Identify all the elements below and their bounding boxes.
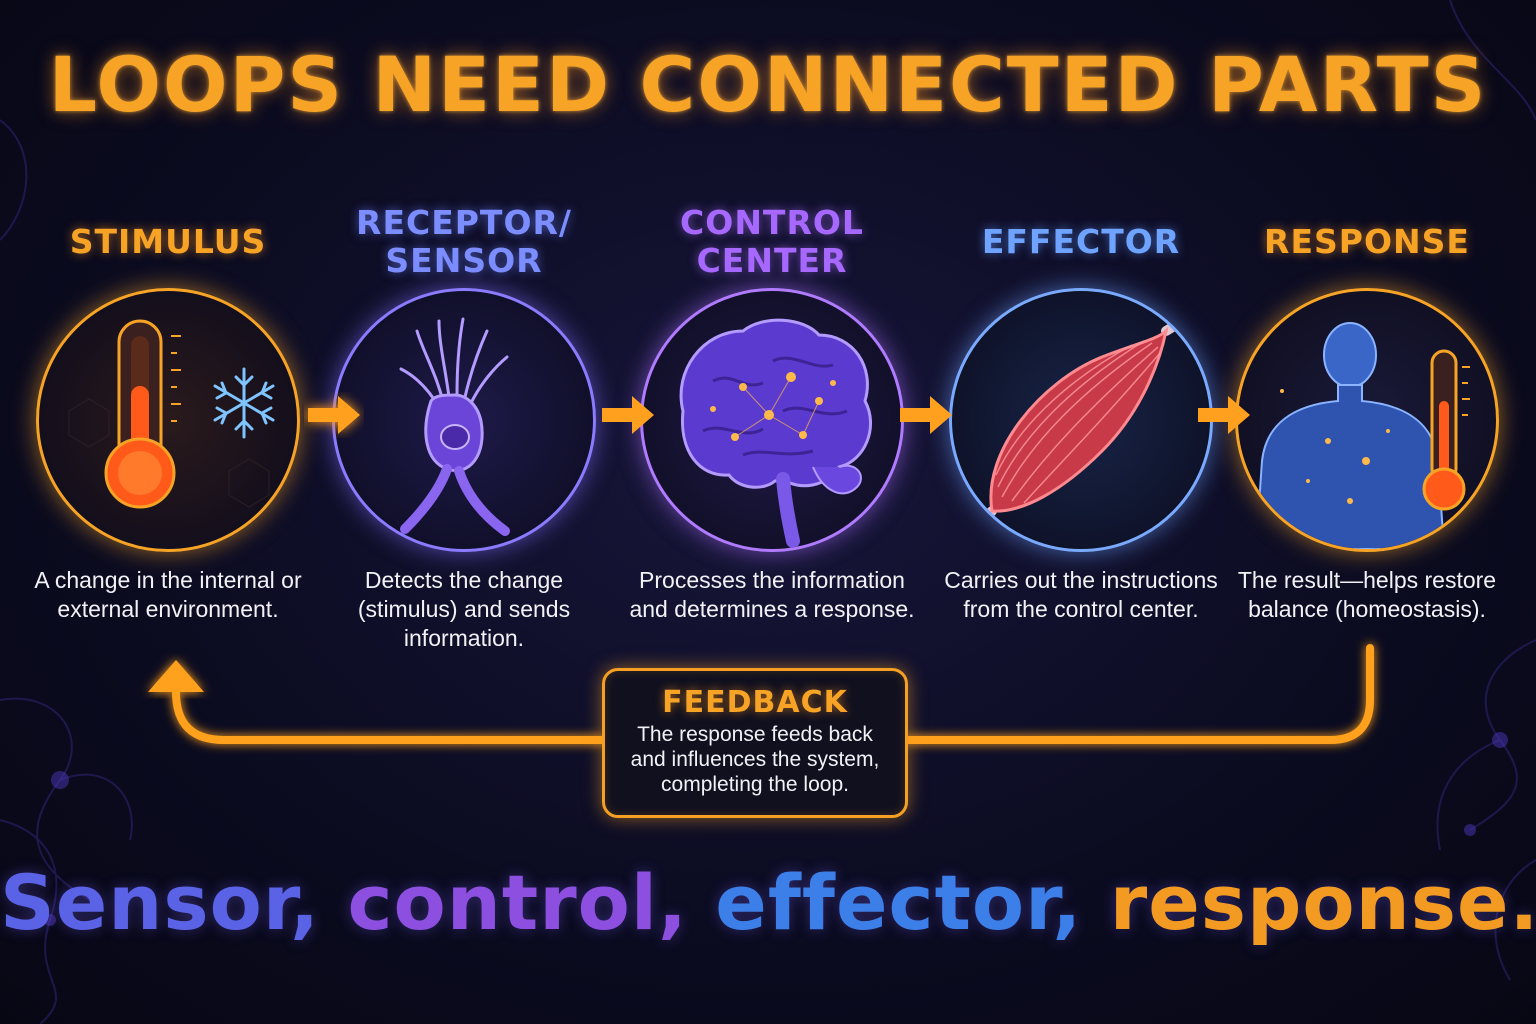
stage-title: STIMULUS bbox=[69, 222, 267, 261]
stage-title: RECEPTOR/ SENSOR bbox=[356, 203, 572, 280]
tagline-control: control, bbox=[347, 858, 688, 947]
human-thermometer-icon bbox=[1254, 322, 1470, 549]
response-circle bbox=[1235, 288, 1499, 552]
stage-description: A change in the internal or external env… bbox=[34, 567, 302, 622]
stage-description: Processes the information and determines… bbox=[629, 567, 915, 622]
stage-response: RESPONSE The result—helps restore balanc… bbox=[1222, 196, 1512, 624]
stage-description: Detects the change (stimulus) and sends … bbox=[357, 567, 571, 651]
tagline-effector: effector, bbox=[715, 858, 1083, 947]
arrow-right-icon bbox=[602, 396, 654, 434]
sensory-receptor-cell-icon bbox=[399, 317, 510, 536]
thermometer-snowflake-icon bbox=[68, 319, 275, 509]
control-center-circle bbox=[640, 288, 904, 552]
stage-title: CONTROL CENTER bbox=[680, 203, 864, 280]
stage-title: RESPONSE bbox=[1264, 222, 1470, 261]
arrow-up-icon bbox=[148, 660, 204, 692]
stimulus-circle bbox=[36, 288, 300, 552]
arrow-right-icon bbox=[900, 396, 952, 434]
stage-effector: EFFECTOR Carries out the instructions fr… bbox=[936, 196, 1226, 624]
stage-description: The result—helps restore balance (homeos… bbox=[1237, 567, 1497, 622]
tagline: Sensor, control, effector, response. bbox=[0, 858, 1536, 947]
tagline-response: response. bbox=[1109, 858, 1536, 947]
page-title: LOOPS NEED CONNECTED PARTS bbox=[48, 40, 1488, 129]
stage-title: EFFECTOR bbox=[981, 222, 1181, 261]
tagline-sensor: Sensor, bbox=[0, 858, 321, 947]
arrow-right-icon bbox=[308, 396, 360, 434]
muscle-icon bbox=[963, 308, 1201, 540]
stage-control-center: CONTROL CENTER Proce bbox=[627, 196, 917, 624]
feedback-text: The response feeds back and influences t… bbox=[630, 723, 880, 796]
stage-stimulus: STIMULUS bbox=[23, 196, 313, 624]
brain-icon bbox=[679, 318, 872, 548]
effector-circle bbox=[949, 288, 1213, 552]
stage-description: Carries out the instructions from the co… bbox=[944, 567, 1218, 622]
stage-receptor-sensor: RECEPTOR/ SENSOR Detects the change (sti… bbox=[319, 196, 609, 653]
feedback-title: FEEDBACK bbox=[662, 685, 848, 720]
feedback-box: FEEDBACK The response feeds back and inf… bbox=[602, 668, 908, 818]
receptor-circle bbox=[332, 288, 596, 552]
arrow-right-icon bbox=[1198, 396, 1250, 434]
